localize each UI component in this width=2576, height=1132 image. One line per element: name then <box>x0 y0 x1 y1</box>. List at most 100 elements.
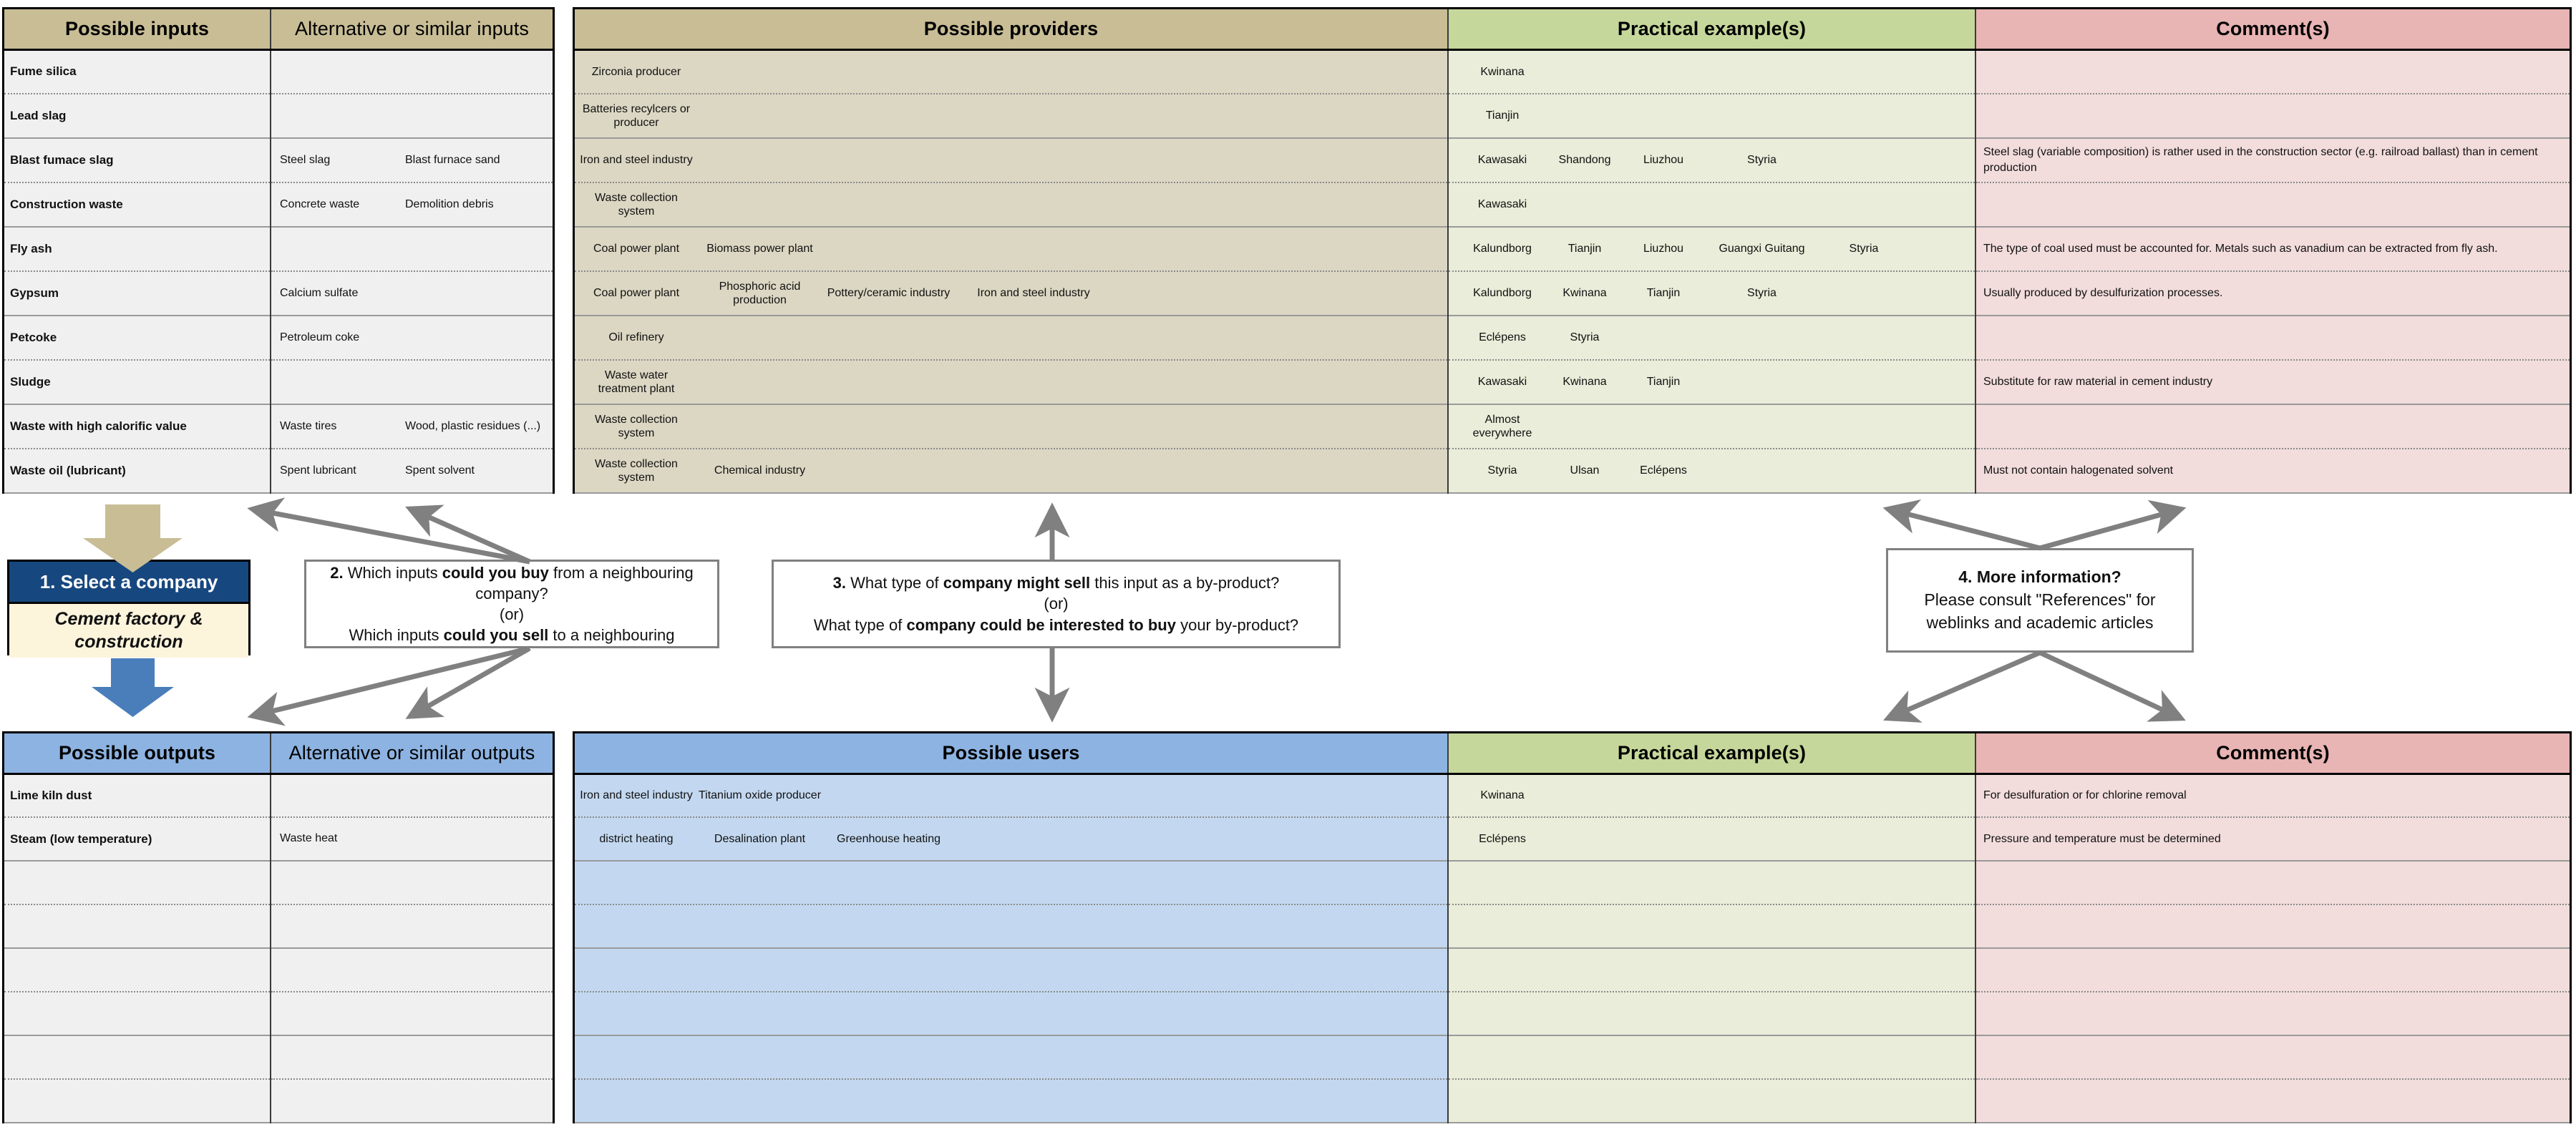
example-item: Kawasaki <box>1477 154 1527 167</box>
comment-text: Usually produced by desulfurization proc… <box>1983 287 2223 300</box>
example-item: Ulsan <box>1570 464 1600 477</box>
providers-header: Possible providers <box>575 9 1449 51</box>
input-alternatives-cell <box>271 94 553 138</box>
comment-cell <box>1975 182 2570 227</box>
users-practical-example-cell <box>1448 992 1976 1035</box>
table-row <box>4 948 553 992</box>
possible-outputs-table: Possible outputs Alternative or similar … <box>2 731 555 1123</box>
question-2-box[interactable]: 2. Which inputs could you buy from a nei… <box>304 560 719 648</box>
example-item: Tianjin <box>1646 287 1681 300</box>
alternative-input: Demolition debris <box>405 197 494 210</box>
comment-cell <box>1975 49 2570 94</box>
output-name-cell <box>4 1079 271 1123</box>
example-item: Kalundborg <box>1473 287 1532 300</box>
alternative-input: Waste tires <box>280 419 337 432</box>
select-company-box[interactable]: 1. Select a company Cement factory & con… <box>7 560 251 658</box>
output-alternatives-cell <box>271 774 553 817</box>
table-row: Steam (low temperature)Waste heat <box>4 817 553 861</box>
comment-text: Steel slag (variable composition) is rat… <box>1983 146 2538 174</box>
table-row <box>575 992 2570 1035</box>
user-item: district heating <box>599 832 674 845</box>
blue-down-arrow <box>92 658 174 717</box>
example-item: Kwinana <box>1562 287 1607 300</box>
user-cell <box>575 904 1449 948</box>
possible-providers-table: Possible providers Practical example(s) … <box>573 7 2572 494</box>
q4-line3: weblinks and academic articles <box>1926 613 2154 632</box>
more-information-box[interactable]: 4. More information? Please consult "Ref… <box>1886 548 2194 653</box>
provider-item: Zirconia producer <box>591 65 681 78</box>
user-cell <box>575 1079 1449 1123</box>
users-comment-cell <box>1975 904 2570 948</box>
users-practical-example-cell: Eclépens <box>1448 817 1976 861</box>
users-comment-cell <box>1975 948 2570 992</box>
example-item: Kawasaki <box>1477 198 1527 211</box>
input-alternatives-cell <box>271 360 553 404</box>
comment-cell <box>1975 316 2570 360</box>
input-name-cell: Construction waste <box>4 182 271 227</box>
provider-item: Iron and steel industry <box>977 287 1090 300</box>
user-cell <box>575 861 1449 904</box>
q2-f: to a neighbouring <box>548 626 675 645</box>
practical-example-cell: Kawasaki <box>1448 182 1976 227</box>
q3-d: What type of <box>813 615 907 634</box>
input-alternatives-cell <box>271 227 553 271</box>
input-alternatives-cell: Calcium sulfate <box>271 271 553 316</box>
alternative-input: Calcium sulfate <box>280 286 359 299</box>
comments-header: Comment(s) <box>1975 9 2570 51</box>
example-item: Kwinana <box>1480 789 1525 802</box>
alternative-input: Wood, plastic residues (...) <box>405 419 541 432</box>
output-alternatives-cell: Waste heat <box>271 817 553 861</box>
input-alternatives-cell: Petroleum coke <box>271 316 553 360</box>
alternative-input: Blast furnace sand <box>405 153 500 166</box>
provider-cell: Zirconia producer <box>575 49 1449 94</box>
comment-cell: Substitute for raw material in cement in… <box>1975 360 2570 404</box>
q2-a: Which inputs <box>343 563 442 582</box>
q4-line2: Please consult "References" for <box>1924 590 2156 610</box>
outputs-header-alternative: Alternative or similar outputs <box>271 733 553 775</box>
user-item: Titanium oxide producer <box>698 789 822 802</box>
table-row <box>4 1035 553 1079</box>
example-item: Almost everywhere <box>1472 413 1532 439</box>
input-name-cell: Blast fumace slag <box>4 138 271 182</box>
table-row: Blast fumace slag Steel slag Blast furnace… <box>4 138 553 182</box>
input-name-cell: Petcoke <box>4 316 271 360</box>
example-item: Tianjin <box>1646 376 1681 389</box>
users-comment-cell <box>1975 992 2570 1035</box>
question-3-box[interactable]: 3. What type of company might sell this … <box>772 560 1341 648</box>
q3-b: company might sell <box>943 574 1091 592</box>
example-item: Styria <box>1487 464 1517 477</box>
example-item: Styria <box>1747 154 1777 167</box>
example-item: Tianjin <box>1485 109 1520 122</box>
input-alternatives-cell <box>271 49 553 94</box>
provider-item: Coal power plant <box>593 243 680 255</box>
provider-item: Oil refinery <box>608 331 664 344</box>
comment-text: Pressure and temperature must be determi… <box>1983 832 2221 845</box>
example-item: Eclépens <box>1640 464 1687 477</box>
users-practical-example-cell <box>1448 948 1976 992</box>
input-name-cell: Fly ash <box>4 227 271 271</box>
output-name-cell <box>4 992 271 1035</box>
table-row: Fume silica <box>4 49 553 94</box>
users-practical-examples-header: Practical example(s) <box>1448 733 1976 775</box>
output-alternatives-cell <box>271 1079 553 1123</box>
table-row: Fly ash <box>4 227 553 271</box>
practical-example-cell: Styria Ulsan Eclépens <box>1448 449 1976 493</box>
comment-cell: Usually produced by desulfurization proc… <box>1975 271 2570 316</box>
alternative-input: Steel slag <box>280 153 331 166</box>
example-item: Eclépens <box>1479 832 1526 845</box>
provider-cell: Oil refinery <box>575 316 1449 360</box>
q2-c: from a neighbouring <box>548 563 694 582</box>
practical-example-cell: Kwinana <box>1448 49 1976 94</box>
table-row <box>575 904 2570 948</box>
users-comment-cell <box>1975 1035 2570 1079</box>
